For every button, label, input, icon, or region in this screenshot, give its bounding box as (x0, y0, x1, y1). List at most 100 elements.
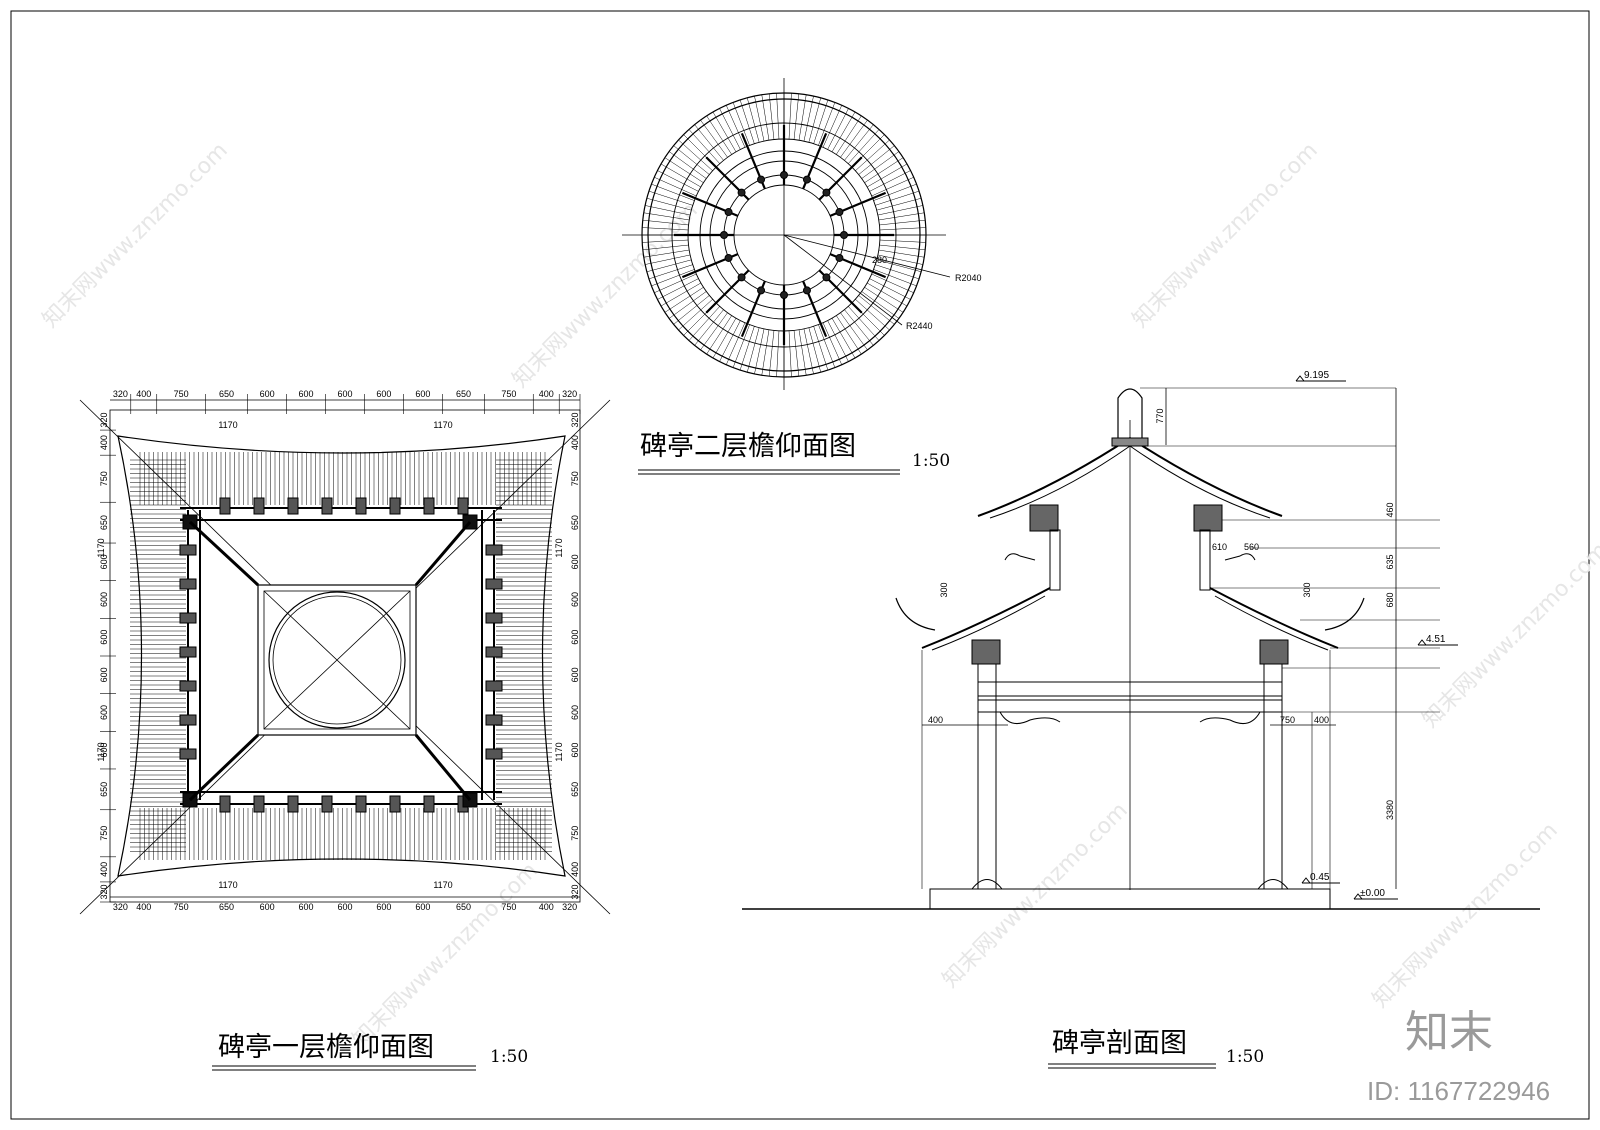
ridge-ornament-left (1004, 553, 1036, 561)
plan1-bracket (179, 544, 197, 556)
plan1-bottom-dim-label: 600 (337, 902, 352, 912)
plan2-rafter (651, 183, 695, 201)
plan1-bracket (321, 795, 333, 813)
plan1-right-dim-label: 600 (570, 705, 580, 720)
plan2-rafter (877, 254, 923, 265)
upper-roof-left-inner (989, 445, 1131, 519)
plan1-bracket (179, 646, 197, 658)
plan2-rafter (788, 330, 792, 377)
lower-bracket-right (1259, 639, 1289, 665)
plan1-hip-beam (414, 521, 472, 586)
plan1-right-dim-label: 600 (570, 554, 580, 569)
bracket-left (999, 711, 1061, 725)
plan1-bottom-dim-label: 400 (539, 902, 554, 912)
plan2-radius-leader-outer (783, 234, 903, 326)
lower-roof-right-inner (1214, 595, 1329, 651)
plan2-rafter (754, 96, 765, 142)
plan2-rafter (869, 170, 911, 192)
plan1-top-dim-label: 600 (299, 389, 314, 399)
lower-roof-left-inner (931, 595, 1046, 651)
plan1-top-dim-label: 600 (376, 389, 391, 399)
plan1-left-dim-label: 400 (99, 435, 109, 450)
plan2-rafter (803, 328, 814, 374)
section-title: 碑亭剖面图 (1052, 1028, 1187, 1059)
dim-610: 610 (1212, 542, 1227, 552)
plan1-bracket (485, 714, 503, 726)
plan2-rafter (700, 119, 728, 158)
plan1-bottom-dim-label: 600 (376, 902, 391, 912)
plan1-hip-beam (188, 520, 260, 587)
upper-post-left (1049, 529, 1061, 591)
plan2-rafter (660, 163, 701, 188)
plan2-column (822, 273, 831, 282)
plan2-rafter (798, 329, 807, 376)
finial-base (1111, 437, 1149, 447)
plan2-column (835, 208, 844, 217)
plan1-span-label: 1170 (218, 880, 237, 890)
plan1-bottom-dim-label: 320 (562, 902, 577, 912)
elev-base-arrow (1301, 877, 1311, 884)
dim-460: 460 (1385, 502, 1395, 517)
upper-post-right (1199, 529, 1211, 591)
plan2-rafter (875, 190, 920, 206)
plan1-right-dim-label: 600 (570, 743, 580, 758)
plan1-left-dim-label: 600 (99, 630, 109, 645)
plan2-rafter (712, 111, 737, 152)
plan1-bottom-dim-label: 600 (299, 902, 314, 912)
plan2-rafter (719, 108, 741, 150)
plan2-column (835, 253, 844, 262)
plan2-radius-inner: R2040 (955, 273, 982, 283)
plan2-column (737, 273, 746, 282)
first-eave-plan: 3203204004007507506506506006006006006006… (79, 389, 611, 915)
upper-roof-right-inner (1129, 445, 1271, 519)
plan2-rafter (831, 318, 856, 359)
plan1-ceiling-circle (268, 591, 406, 729)
plan2-rafter (858, 295, 895, 325)
plan1-title: 碑亭一层檐仰面图 (218, 1032, 434, 1063)
plan2-rafter (848, 129, 880, 164)
plan2-rafter (840, 312, 868, 351)
plan2-rafter (855, 299, 890, 331)
plan2-rafter (643, 212, 690, 221)
plan1-left-dim-label: 650 (99, 782, 109, 797)
plan1-top-dim-label: 650 (456, 389, 471, 399)
plan1-right-dim-label: 750 (570, 471, 580, 486)
plan1-right-dim-label: 400 (570, 435, 580, 450)
plan2-rafter (654, 273, 697, 293)
plan1-scale: 1:50 (490, 1047, 528, 1067)
plan2-column (780, 171, 788, 179)
plan2-rafter (871, 273, 914, 293)
plan2-rafter (867, 163, 908, 188)
plan2-rafter (803, 96, 814, 142)
plan2-rafter (648, 190, 693, 206)
plan2-radius-leader-inner (783, 234, 951, 278)
upper-roof-right (1129, 437, 1283, 517)
plan1-bracket (389, 497, 401, 515)
plan2-rafter (873, 183, 917, 201)
plan2-column (724, 208, 733, 217)
plan2-column (757, 175, 766, 184)
plan1-bottom-dim-label: 750 (174, 902, 189, 912)
plan1-bracket (423, 795, 435, 813)
plan2-rafter (836, 315, 862, 355)
plan2-rafter (688, 306, 720, 341)
plan2-rafter (768, 93, 775, 140)
dim-300-left: 300 (939, 582, 949, 597)
plan2-rafter (668, 151, 707, 179)
plan2-rafter (861, 291, 900, 319)
plan1-top-dim-label: 750 (501, 389, 516, 399)
plan2-rafter (776, 330, 780, 377)
plan2-column (757, 286, 766, 295)
plan1-right-dim-label: 600 (570, 592, 580, 607)
upper-roof-left (977, 437, 1131, 517)
plan2-rafter (827, 108, 849, 150)
plan2-rafter (848, 306, 880, 341)
plan2-rafter (879, 239, 926, 243)
brand-logo: 知末 (1405, 1007, 1493, 1058)
plan1-bracket (179, 578, 197, 590)
plan1-top-dim-label: 600 (260, 389, 275, 399)
section-level-lines (921, 387, 1440, 889)
plan2-rafter (879, 244, 926, 251)
watermark-text: 知末网www.znzmo.com (938, 798, 1133, 993)
plan1-bracket (179, 680, 197, 692)
